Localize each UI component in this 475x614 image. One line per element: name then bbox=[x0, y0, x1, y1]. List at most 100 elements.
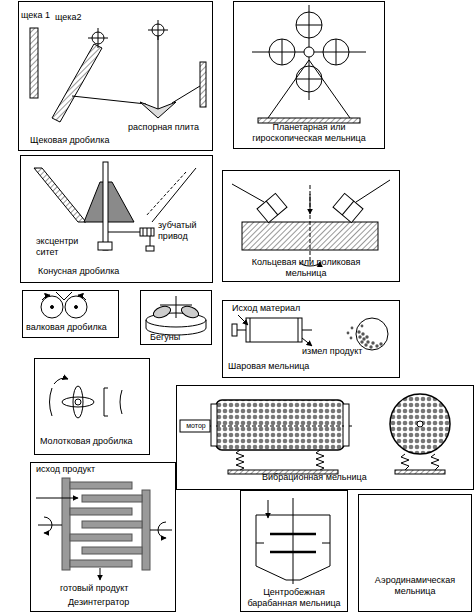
sketch-part bbox=[150, 236, 151, 246]
sketch-part bbox=[342, 201, 354, 215]
sketch-part bbox=[152, 168, 196, 222]
sketch-part bbox=[70, 534, 132, 541]
sketch-part bbox=[70, 560, 132, 567]
sketch-part bbox=[361, 332, 364, 335]
sketch-part bbox=[50, 388, 53, 416]
panel-title: Центробежная барабанная мельница bbox=[243, 587, 345, 609]
panel-title: Молотковая дробилка bbox=[40, 436, 146, 447]
sketch-part bbox=[84, 182, 134, 222]
panel-title: валковая дробилка bbox=[26, 322, 116, 333]
sketch-part bbox=[431, 454, 439, 470]
sketch-part bbox=[62, 478, 70, 570]
roller-mill-sketch bbox=[232, 180, 390, 266]
sketch-part bbox=[52, 44, 102, 122]
sketch-part bbox=[82, 495, 142, 502]
sketch-part bbox=[150, 530, 172, 531]
sketch-part bbox=[298, 318, 299, 342]
panel-title: Дезинтегратор bbox=[68, 597, 168, 608]
sketch-part bbox=[266, 201, 278, 215]
sketch-part bbox=[358, 335, 361, 338]
sketch-part bbox=[232, 184, 264, 202]
sketch-part bbox=[333, 193, 363, 222]
vibration-mill-sketch bbox=[180, 394, 450, 474]
sketch-part bbox=[42, 295, 50, 300]
sketch-part bbox=[336, 39, 337, 65]
equipment-panel: Исход материализмел продуктШаровая мельн… bbox=[222, 300, 400, 378]
sketch-part bbox=[293, 498, 294, 584]
sketch-part bbox=[296, 12, 322, 38]
sketch-part bbox=[302, 330, 312, 331]
sketch-part bbox=[296, 66, 322, 92]
sketch-part bbox=[257, 193, 287, 222]
sketch-part bbox=[200, 62, 206, 107]
sketch-part bbox=[158, 30, 159, 109]
sketch-part bbox=[160, 305, 192, 306]
sketch-part bbox=[120, 390, 122, 414]
sketch-part bbox=[78, 295, 86, 300]
sketch-part bbox=[104, 388, 108, 416]
sketch-part bbox=[282, 39, 283, 65]
part-label: щека2 bbox=[55, 12, 95, 23]
part-label: эксцентри ситет bbox=[36, 236, 86, 258]
sketch-part bbox=[176, 296, 177, 318]
equipment-panel: Бегуны bbox=[140, 290, 212, 345]
sketch-part bbox=[98, 28, 99, 48]
part-label: зубчатый привод bbox=[158, 220, 204, 242]
sketch-part bbox=[250, 318, 251, 342]
equipment-panel: исход продуктготовый продуктДезинтеграто… bbox=[30, 462, 176, 612]
sketch-part bbox=[366, 340, 369, 343]
sketch-part bbox=[146, 246, 154, 251]
part-label: готовый продукт bbox=[60, 583, 160, 594]
sketch-part bbox=[395, 470, 445, 474]
sketch-part bbox=[268, 500, 269, 518]
sketch-part bbox=[270, 533, 316, 536]
sketch-part bbox=[72, 96, 146, 104]
sketch-part bbox=[82, 547, 142, 554]
sketch-part bbox=[365, 335, 368, 338]
sketch-part bbox=[75, 306, 78, 309]
panel-title: Бегуны bbox=[150, 332, 210, 343]
panel-title: Вибрационная мельница bbox=[262, 472, 402, 483]
sketch-part bbox=[269, 39, 295, 65]
sketch-part bbox=[270, 551, 316, 554]
sketch-part bbox=[180, 420, 210, 432]
sketch-part bbox=[375, 344, 378, 347]
sketch-part bbox=[236, 450, 244, 470]
sketch-part bbox=[356, 318, 388, 350]
sketch-part bbox=[347, 325, 383, 349]
sketch-part bbox=[65, 296, 87, 318]
ball-mill-sketch bbox=[232, 315, 388, 350]
sketch-part bbox=[41, 296, 63, 318]
sketch-part bbox=[246, 318, 302, 342]
sketch-part bbox=[268, 60, 309, 118]
sketch-part bbox=[158, 20, 159, 40]
sketch-part bbox=[333, 193, 363, 222]
sketch-part bbox=[172, 86, 200, 103]
sketch-part bbox=[256, 543, 264, 544]
sketch-part bbox=[362, 337, 365, 340]
sketch-part bbox=[371, 341, 374, 344]
sketch-part bbox=[304, 47, 314, 57]
sketch-part bbox=[310, 185, 311, 262]
sketch-part bbox=[347, 332, 350, 335]
sketch-part bbox=[146, 172, 186, 216]
sketch-part bbox=[36, 498, 78, 499]
equipment-panel: моторВибрационная мельница bbox=[176, 385, 474, 490]
sketch-part bbox=[151, 228, 152, 236]
sketch-part bbox=[232, 324, 237, 336]
sketch-part bbox=[390, 394, 450, 454]
sketch-part bbox=[142, 490, 150, 570]
sketch-part bbox=[75, 399, 81, 405]
edge-runner-sketch bbox=[146, 296, 206, 335]
sketch-part bbox=[296, 25, 322, 26]
sketch-part bbox=[401, 454, 409, 470]
sketch-part bbox=[364, 343, 367, 346]
equipment-panel: Молотковая дробилка bbox=[34, 358, 150, 455]
sketch-part bbox=[147, 228, 148, 236]
sketch-part bbox=[152, 304, 172, 320]
sketch-part bbox=[351, 327, 354, 330]
jaw-crusher-sketch bbox=[30, 20, 206, 122]
hammer-crusher-sketch bbox=[50, 378, 123, 418]
part-label: распорная плита bbox=[128, 122, 208, 133]
sketch-part bbox=[356, 180, 390, 202]
